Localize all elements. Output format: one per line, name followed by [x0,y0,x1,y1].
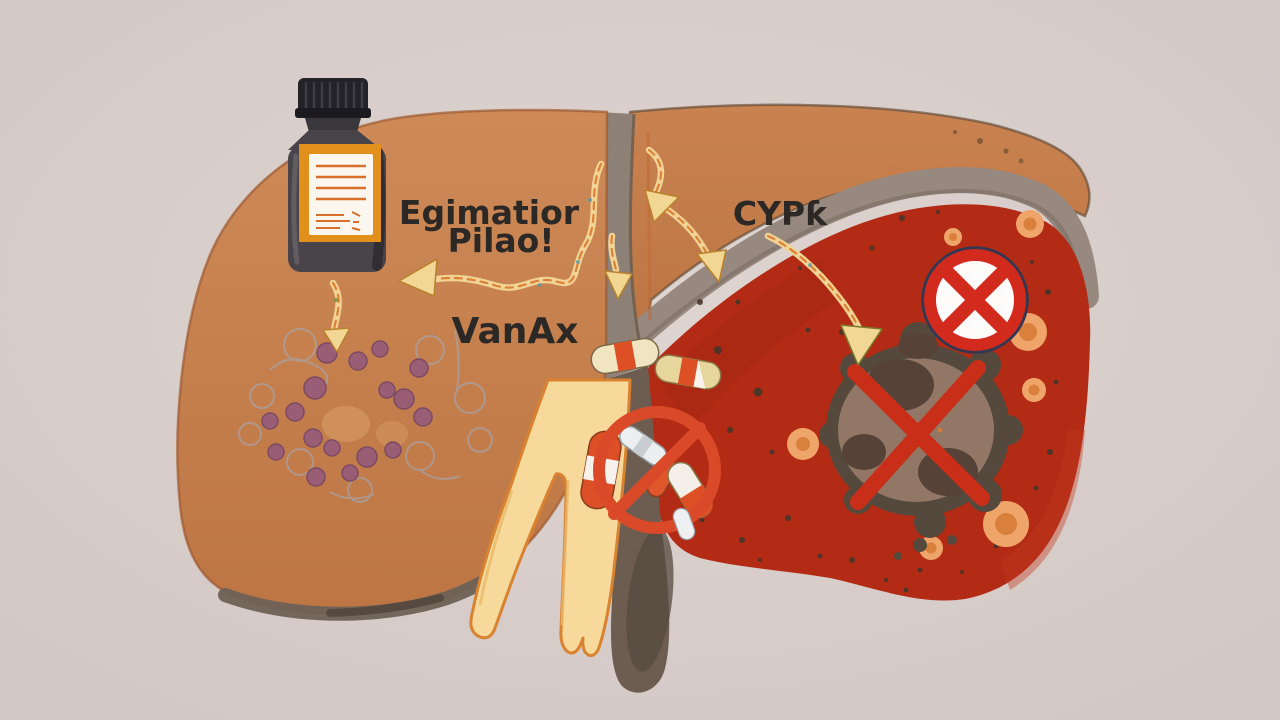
cell-purple [261,340,433,487]
arrowhead [644,189,680,223]
necrotic-lesion [819,322,1023,560]
capsule-pills [590,337,722,390]
arrowhead [696,249,727,283]
label-enzyme: CYPƙ [733,194,828,233]
arrowhead [398,258,438,297]
prohibition-ring [593,406,721,534]
label-drug-name: VanAx [452,311,579,352]
flow-arrows [322,146,883,366]
arrowhead [322,327,351,353]
label-inducer-line1: Egimatior [399,193,580,232]
prohibition-x-badge [921,246,1029,354]
no-pills-sign [580,406,721,541]
diseased-area [648,204,1091,601]
hepatocyte-cluster [238,328,493,503]
lesion-x-mark [847,360,990,510]
capsule-pill [654,354,722,390]
capsule-pill [672,507,696,541]
medicine-bottle-icon [288,78,386,272]
arrowhead [840,324,883,366]
arrowhead [604,270,633,300]
label-inducer-line2: Pilao! [448,221,555,260]
liver-capsule-band [604,167,1099,368]
capsule-pill [590,337,660,375]
